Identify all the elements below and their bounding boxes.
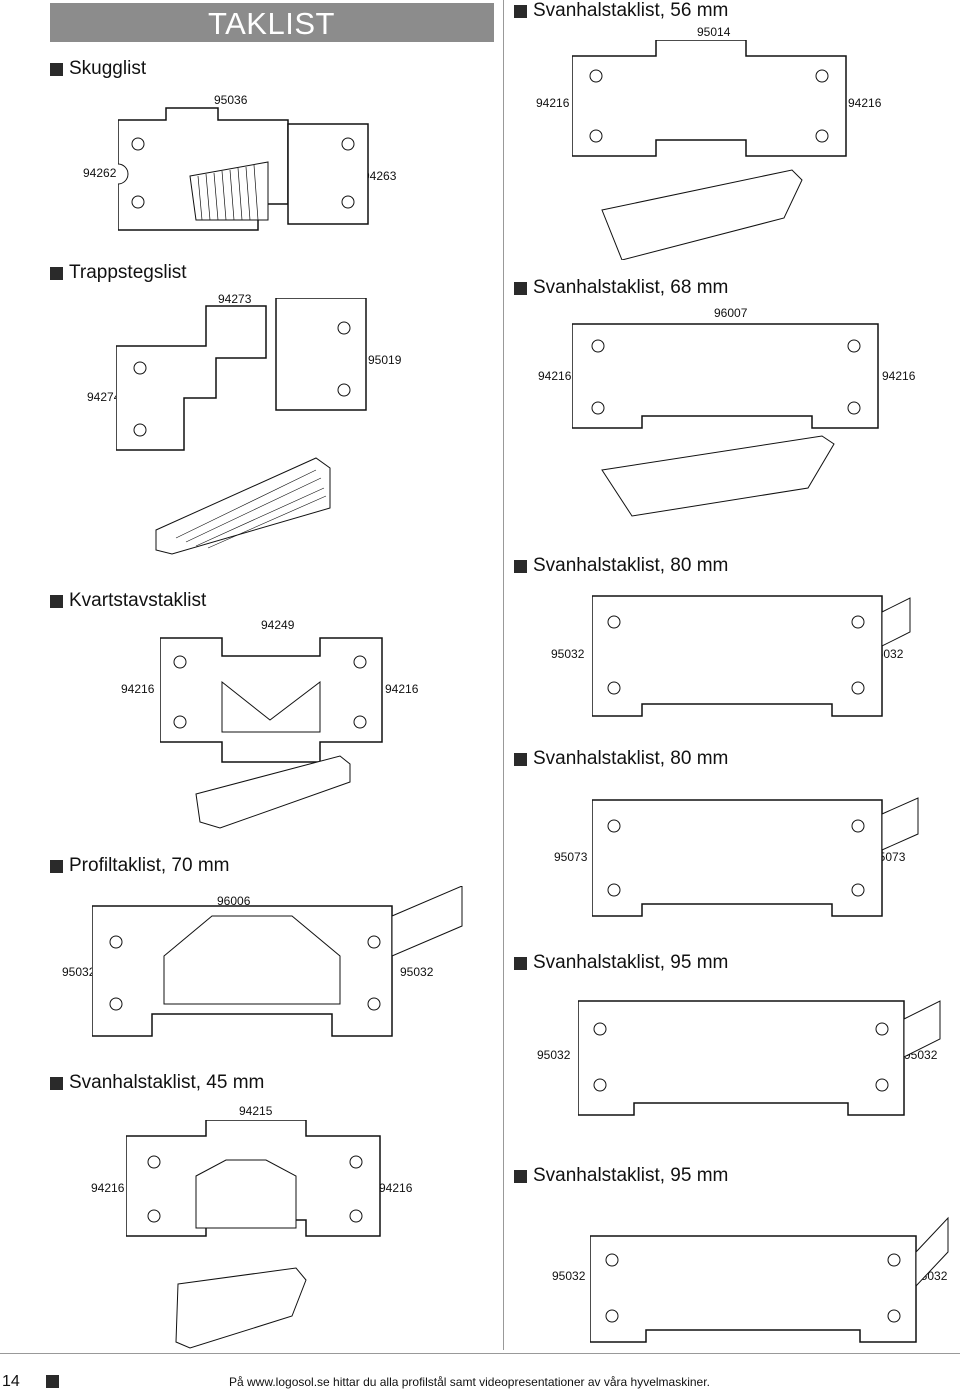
- footer-square-icon: [46, 1375, 59, 1388]
- section-title-svanhalstaklist-95a: Svanhalstaklist, 95 mm: [514, 952, 728, 974]
- section-title-svanhalstaklist-95b: Svanhalstaklist, 95 mm: [514, 1165, 728, 1187]
- bullet-square-icon: [514, 4, 527, 18]
- cutter-label: 94216: [538, 369, 572, 383]
- footer-divider: [0, 1353, 960, 1354]
- cutter-label: 95032: [552, 1269, 586, 1283]
- bullet-square-icon: [514, 752, 527, 766]
- section-title-svanhalstaklist-56: Svanhalstaklist, 56 mm: [514, 0, 728, 22]
- cutter-label: 94216: [91, 1181, 125, 1195]
- cutter-label: 94273: [218, 292, 252, 306]
- cutter-label: 94262: [83, 166, 117, 180]
- cutter-label: 95032: [537, 1048, 571, 1062]
- cutter-label: 95036: [214, 93, 248, 107]
- bullet-square-icon: [50, 62, 63, 76]
- page-header-bar: TAKLIST: [50, 3, 494, 42]
- svanhalstaklist-95a-cutter-illustration: [578, 995, 944, 1119]
- bullet-square-icon: [50, 1076, 63, 1090]
- cutter-label: 95032: [400, 965, 434, 979]
- cutter-label: 95014: [697, 25, 731, 39]
- cutter-label: 94274: [87, 390, 121, 404]
- svanhalstaklist-68-cutter-illustration: [572, 320, 884, 520]
- svanhalstaklist-45-cutter-illustration: [126, 1120, 386, 1350]
- cutter-label: 94216: [379, 1181, 413, 1195]
- cutter-label: 94249: [261, 618, 295, 632]
- section-title-svanhalstaklist-68: Svanhalstaklist, 68 mm: [514, 277, 728, 299]
- section-title-svanhalstaklist-45: Svanhalstaklist, 45 mm: [50, 1072, 264, 1094]
- cutter-label: 96007: [714, 306, 748, 320]
- cutter-label: 94263: [363, 169, 397, 183]
- cutter-label: 94216: [385, 682, 419, 696]
- column-divider: [503, 0, 504, 1350]
- svanhalstaklist-95b-cutter-illustration: [590, 1212, 952, 1344]
- bullet-square-icon: [50, 594, 63, 608]
- kvartstavstaklist-cutter-illustration: [160, 632, 386, 832]
- section-title-profiltaklist-70: Profiltaklist, 70 mm: [50, 855, 229, 877]
- bullet-square-icon: [514, 956, 527, 970]
- bullet-square-icon: [514, 559, 527, 573]
- bullet-square-icon: [514, 1169, 527, 1183]
- page-title: TAKLIST: [208, 6, 335, 41]
- section-title-skugglist: Skugglist: [50, 58, 146, 80]
- cutter-label: 95073: [554, 850, 588, 864]
- svanhalstaklist-80b-cutter-illustration: [592, 790, 922, 918]
- section-title-trappstegslist: Trappstegslist: [50, 262, 187, 284]
- footer-text: På www.logosol.se hittar du alla profils…: [229, 1375, 710, 1389]
- bullet-square-icon: [50, 859, 63, 873]
- cutter-label: 94216: [882, 369, 916, 383]
- svanhalstaklist-80a-cutter-illustration: [592, 592, 912, 718]
- page-number: 14: [2, 1373, 20, 1390]
- bullet-square-icon: [50, 266, 63, 280]
- cutter-label: 94216: [536, 96, 570, 110]
- cutter-label: 95032: [62, 965, 96, 979]
- section-title-kvartstavstaklist: Kvartstavstaklist: [50, 590, 206, 612]
- cutter-label: 95032: [551, 647, 585, 661]
- section-title-svanhalstaklist-80a: Svanhalstaklist, 80 mm: [514, 555, 728, 577]
- cutter-label: 96006: [217, 894, 251, 908]
- trappstegslist-cutter-illustration: [116, 298, 376, 558]
- skugglist-cutter-illustration: [118, 104, 378, 234]
- cutter-label: 94216: [121, 682, 155, 696]
- svanhalstaklist-56-cutter-illustration: [572, 40, 852, 260]
- profiltaklist-cutter-illustration: [92, 886, 464, 1038]
- cutter-label: 94216: [848, 96, 882, 110]
- bullet-square-icon: [514, 281, 527, 295]
- cutter-label: 94215: [239, 1104, 273, 1118]
- section-title-svanhalstaklist-80b: Svanhalstaklist, 80 mm: [514, 748, 728, 770]
- cutter-label: 95019: [368, 353, 402, 367]
